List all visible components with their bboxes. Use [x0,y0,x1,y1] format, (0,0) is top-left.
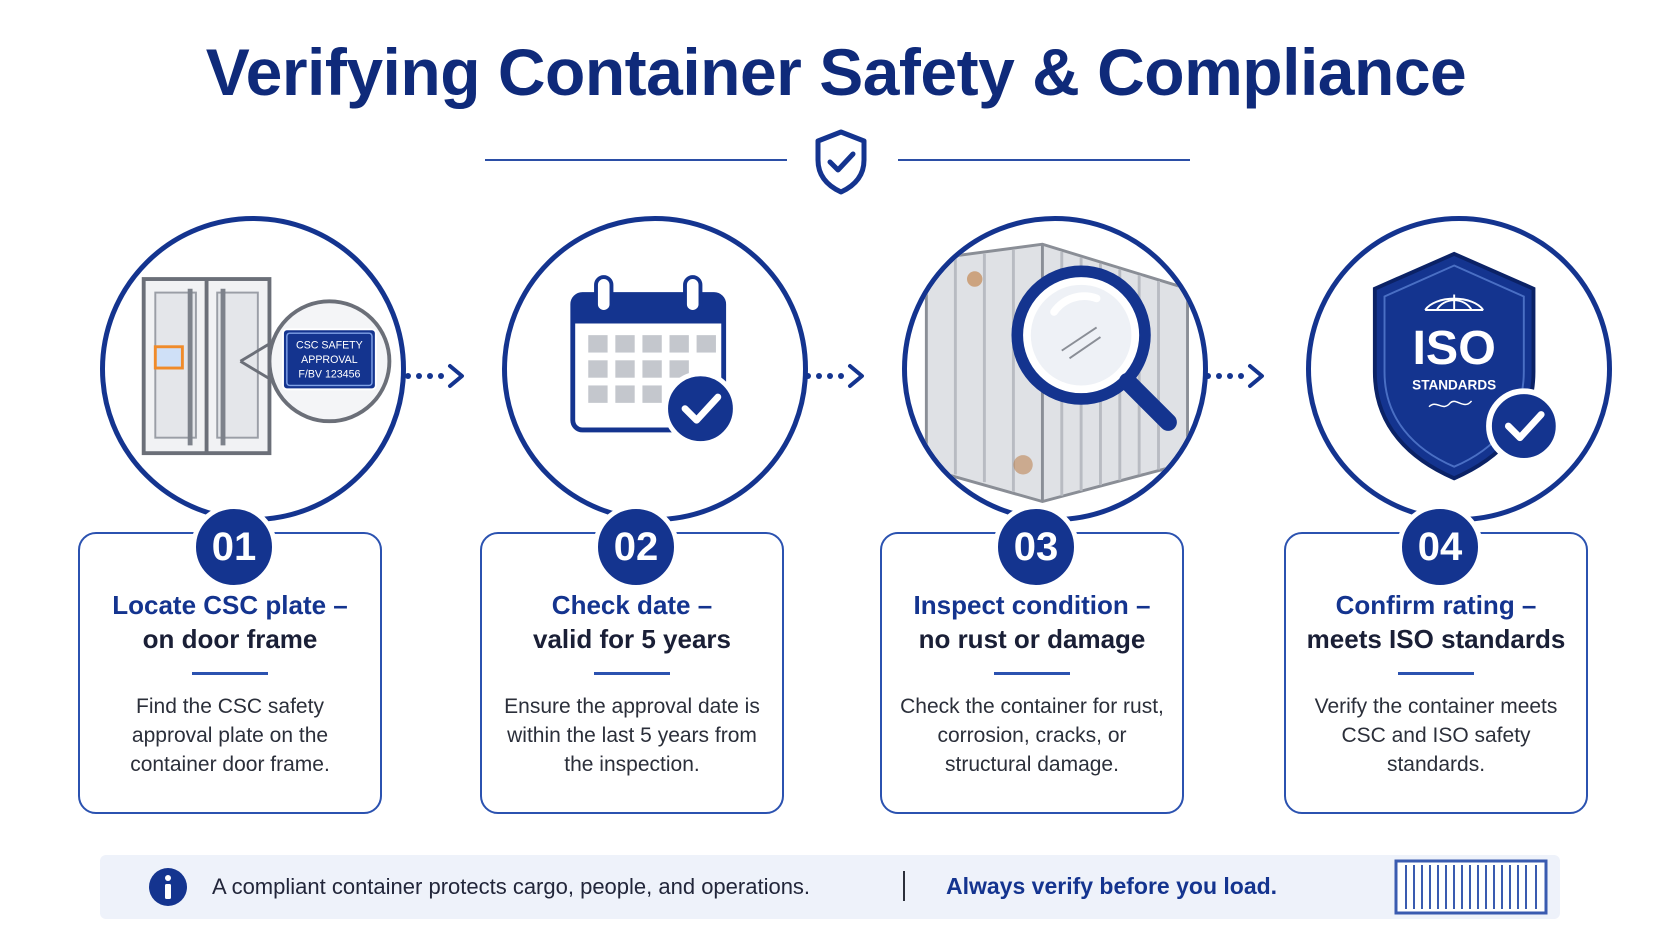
arrow-right-icon [405,364,464,388]
step-3: 03 Inspect condition – no rust or damage… [880,210,1240,830]
step-number: 03 [993,504,1079,590]
step-title-line2: meets ISO standards [1306,624,1566,654]
footer-separator [903,871,905,901]
shield-check-icon [815,129,867,195]
step-title-line1: Check date – [551,590,713,620]
step-1: CSC SAFETY APPROVAL F/BV 123456 01 Locat… [78,210,438,830]
plate-line-3: F/BV 123456 [298,369,360,381]
iso-badge-subtext: STANDARDS [1412,377,1496,392]
step-title-line2: valid for 5 years [533,624,731,654]
calendar-check-icon [570,275,738,446]
step-rule [994,672,1070,675]
page-title: Verifying Container Safety & Compliance [205,35,1467,109]
arrow-right-icon [805,364,864,388]
step-rule [1398,672,1474,675]
iso-badge-text: ISO [1413,321,1496,375]
footer-banner: A compliant container protects cargo, pe… [100,855,1560,919]
step-1-illustration: CSC SAFETY APPROVAL F/BV 123456 [100,216,406,522]
step-rule [192,672,268,675]
step-number: 01 [191,504,277,590]
step-4-illustration: ISO STANDARDS [1306,216,1612,522]
step-2: 02 Check date – valid for 5 years Ensure… [480,210,840,830]
step-title: Inspect condition – no rust or damage [880,588,1184,656]
step-title-line1: Confirm rating – [1335,590,1537,620]
info-icon [149,868,187,906]
title-divider-right [898,159,1190,161]
footer-cta: Always verify before you load. [946,873,1278,899]
plate-line-1: CSC SAFETY [296,340,363,352]
step-title: Locate CSC plate – on door frame [78,588,382,656]
step-title: Check date – valid for 5 years [480,588,784,656]
step-4: ISO STANDARDS 04 Confirm rating – meets … [1284,210,1644,830]
step-title-line1: Locate CSC plate – [112,590,348,620]
step-title-line2: on door frame [142,624,318,654]
step-number: 04 [1397,504,1483,590]
step-description: Verify the container meets CSC and ISO s… [1314,695,1558,776]
step-title-line2: no rust or damage [918,624,1146,654]
container-door-plate-icon: CSC SAFETY APPROVAL F/BV 123456 [141,277,392,456]
title-divider-left [485,159,787,161]
step-description: Ensure the approval date is within the l… [504,695,760,776]
footer-text: A compliant container protects cargo, pe… [212,874,811,899]
arrow-right-icon [1205,364,1264,388]
magnifier-container-icon [924,242,1189,504]
step-title: Confirm rating – meets ISO standards [1284,588,1588,656]
step-number: 02 [593,504,679,590]
step-rule [594,672,670,675]
step-3-illustration [902,216,1208,522]
plate-line-2: APPROVAL [301,354,358,366]
step-description: Check the container for rust, corrosion,… [900,695,1164,776]
step-description: Find the CSC safety approval plate on th… [130,695,330,776]
step-2-illustration [502,216,808,522]
iso-shield-icon: ISO STANDARDS [1372,251,1562,481]
step-title-line1: Inspect condition – [913,590,1151,620]
shipping-container-icon [1394,859,1548,915]
